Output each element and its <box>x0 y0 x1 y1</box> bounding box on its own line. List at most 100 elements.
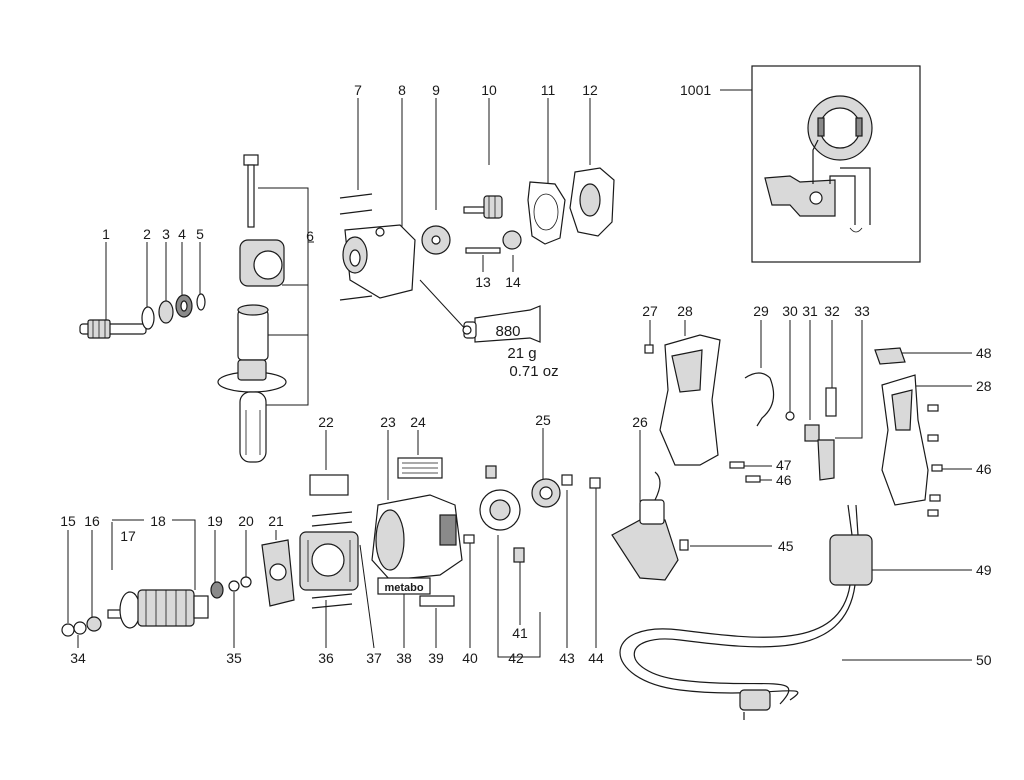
grease-weight: 21 g <box>507 345 536 362</box>
part-40-screw <box>463 534 475 544</box>
grease-ounces: 0.71 oz <box>509 363 558 380</box>
grease-code: 880 <box>495 323 520 340</box>
part-7-screws <box>339 193 373 301</box>
part-30-screw <box>785 411 795 421</box>
callout-10: 10 <box>481 82 497 98</box>
part-10-pinion-shaft <box>463 195 503 219</box>
wiring-diagram-1001 <box>751 65 921 263</box>
part-37-field <box>299 531 359 591</box>
callout-1: 1 <box>102 226 110 242</box>
part-15-ring <box>61 623 75 637</box>
part-38-brand-label: metabo <box>377 577 431 595</box>
callout-1001: 1001 <box>680 82 711 98</box>
part-20-ring <box>240 576 252 588</box>
part-42-brush-holder <box>479 465 521 531</box>
part-27-screw <box>644 344 654 354</box>
part-11-gasket <box>527 181 566 245</box>
part-22-label <box>309 474 349 496</box>
callout-7: 7 <box>354 82 362 98</box>
part-43-screw <box>561 474 573 486</box>
part-8-gear-housing <box>342 224 416 299</box>
callout-46: 46 <box>776 472 792 488</box>
callout-20: 20 <box>238 513 254 529</box>
callout-16: 16 <box>84 513 100 529</box>
part-31-clip <box>804 424 820 442</box>
callout-21: 21 <box>268 513 284 529</box>
part-41-brush <box>513 547 525 563</box>
callout-38: 38 <box>396 650 412 666</box>
callout-50: 50 <box>976 652 992 668</box>
part-5-circlip <box>196 293 206 311</box>
callout-labels: 1 2 3 4 5 6 7 8 9 10 11 12 13 14 15 16 1… <box>60 82 992 668</box>
callout-17: 17 <box>120 528 136 544</box>
callout-23: 23 <box>380 414 396 430</box>
part-34-ring <box>73 621 87 635</box>
leader-lines <box>67 89 972 661</box>
part-28-handle-half-left <box>659 334 721 466</box>
callout-28: 28 <box>677 303 693 319</box>
callout-4: 4 <box>178 226 186 242</box>
part-17-armature <box>107 589 209 629</box>
part-26-switch <box>611 471 679 581</box>
part-39-label <box>419 595 455 607</box>
callout-47: 47 <box>776 457 792 473</box>
callout-39: 39 <box>428 650 444 666</box>
callout-44: 44 <box>588 650 604 666</box>
callout-29: 29 <box>753 303 769 319</box>
part-32-spring <box>825 387 837 417</box>
part-1-spindle <box>79 319 147 339</box>
callout-35: 35 <box>226 650 242 666</box>
callout-31: 31 <box>802 303 818 319</box>
part-19-bearing <box>210 581 224 599</box>
part-36-screws <box>311 511 353 609</box>
part-12-cover <box>569 167 615 237</box>
callout-25: 25 <box>535 412 551 428</box>
callout-2: 2 <box>143 226 151 242</box>
callout-41: 41 <box>512 625 528 641</box>
callout-49: 49 <box>976 562 992 578</box>
callout-27: 27 <box>642 303 658 319</box>
part-24-rating-label <box>397 457 443 479</box>
callout-15: 15 <box>60 513 76 529</box>
part-2-washer <box>141 306 155 330</box>
callout-46-right: 46 <box>976 461 992 477</box>
grease-annotation: 880 21 g 0.71 oz <box>495 323 558 380</box>
part-29-cable <box>744 372 775 427</box>
callout-28-right: 28 <box>976 378 992 394</box>
callout-42: 42 <box>508 650 524 666</box>
callout-11: 11 <box>541 82 556 98</box>
callout-45: 45 <box>778 538 794 554</box>
callout-26: 26 <box>632 414 648 430</box>
callout-8: 8 <box>398 82 406 98</box>
part-49-cable-protector <box>829 504 873 586</box>
callout-18: 18 <box>150 513 166 529</box>
grease-tube <box>462 305 541 343</box>
part-45-screw <box>679 539 689 551</box>
brand-label-text: metabo <box>384 582 423 594</box>
part-47-screw <box>729 461 745 469</box>
part-13-shaft <box>465 247 501 254</box>
part-48-cap <box>874 347 906 365</box>
callout-9: 9 <box>432 82 440 98</box>
part-23-motor-housing <box>371 494 463 581</box>
callout-3: 3 <box>162 226 170 242</box>
part-16-bearing <box>86 616 102 632</box>
callout-22: 22 <box>318 414 334 430</box>
callout-14: 14 <box>505 274 521 290</box>
callout-48: 48 <box>976 345 992 361</box>
part-44-screw <box>589 477 601 489</box>
callout-32: 32 <box>824 303 840 319</box>
part-35-washer <box>228 580 240 592</box>
part-6-auxiliary-handle <box>217 154 287 463</box>
callout-43: 43 <box>559 650 575 666</box>
callout-37: 37 <box>366 650 382 666</box>
callout-34: 34 <box>70 650 86 666</box>
callout-24: 24 <box>410 414 426 430</box>
callout-30: 30 <box>782 303 798 319</box>
callout-33: 33 <box>854 303 870 319</box>
part-33-clamp <box>817 439 835 481</box>
callout-19: 19 <box>207 513 223 529</box>
callout-40: 40 <box>462 650 478 666</box>
callout-12: 12 <box>582 82 598 98</box>
